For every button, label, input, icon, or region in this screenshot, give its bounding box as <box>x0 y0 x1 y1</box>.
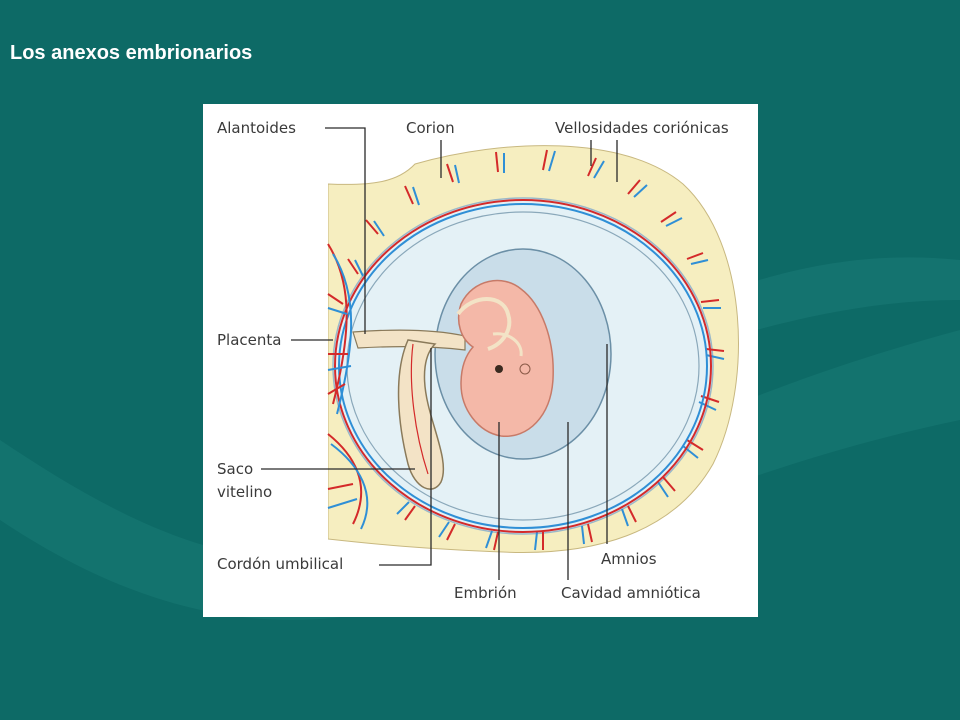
label-saco-line2: vitelino <box>217 483 272 501</box>
label-cordon-umbilical: Cordón umbilical <box>217 555 343 573</box>
embryo <box>457 279 554 437</box>
label-alantoides: Alantoides <box>217 119 296 137</box>
label-embrion: Embrión <box>454 584 517 602</box>
placenta-vessels <box>327 243 369 530</box>
embryo-annexes-diagram: Alantoides Corion Vellosidades coriónica… <box>203 104 758 617</box>
yolk-sac <box>397 339 445 490</box>
leader-lines <box>261 127 618 580</box>
label-vellosidades-corionicas: Vellosidades coriónicas <box>555 119 729 137</box>
label-placenta: Placenta <box>217 331 281 349</box>
label-amnios: Amnios <box>601 550 657 568</box>
label-corion: Corion <box>406 119 455 137</box>
label-saco-line1: Saco <box>217 460 253 478</box>
slide-title: Los anexos embrionarios <box>10 42 253 64</box>
chorionic-villi <box>347 149 725 551</box>
label-cavidad-amniotica: Cavidad amniótica <box>561 584 701 602</box>
